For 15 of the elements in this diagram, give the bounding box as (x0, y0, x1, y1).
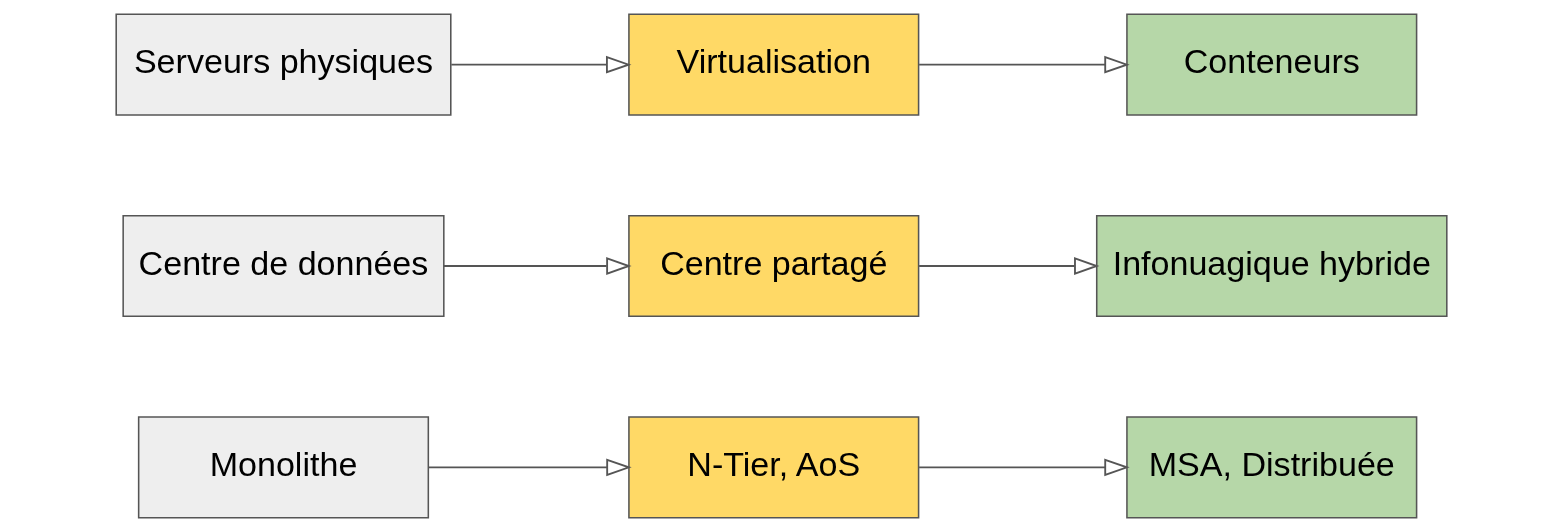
node-box: Centre partagé (628, 214, 920, 318)
arrow (427, 458, 632, 477)
node-box: Monolithe (137, 416, 430, 519)
node-box: Centre de données (122, 214, 445, 318)
node-box: N-Tier, AoS (628, 416, 920, 519)
arrow (918, 257, 1100, 275)
node-box: MSA, Distribuée (1126, 416, 1418, 519)
node-box: Infonuagique hybride (1095, 214, 1448, 318)
arrow (450, 55, 632, 74)
arrow (442, 257, 632, 275)
arrow (918, 55, 1130, 74)
node-box: Conteneurs (1126, 13, 1418, 116)
arrow (918, 458, 1130, 477)
node-box: Virtualisation (628, 13, 920, 116)
node-box: Serveurs physiques (115, 13, 452, 116)
